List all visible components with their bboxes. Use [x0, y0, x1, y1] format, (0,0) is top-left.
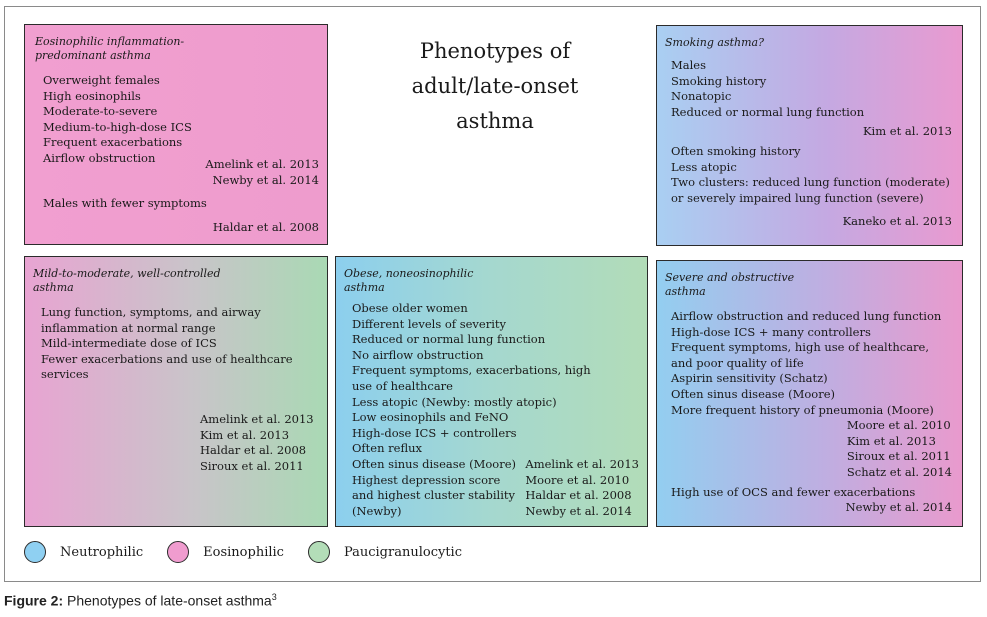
list-item: Nonatopic	[671, 89, 732, 104]
legend-item-paucigranulocytic: Paucigranulocytic	[307, 541, 462, 563]
legend-item-eosinophilic: Eosinophilic	[167, 541, 284, 563]
list-item: Reduced or normal lung function	[352, 332, 546, 347]
legend-label: Paucigranulocytic	[343, 544, 462, 560]
phenotype-box-mild: Mild-to-moderate, well-controlled asthma…	[24, 256, 328, 527]
phenotype-box-smoking: Smoking asthma? Males Smoking history No…	[656, 25, 963, 246]
reference-list: Amelink et al. 2013 Kim et al. 2013 Hald…	[200, 412, 314, 473]
list-item: Low eosinophils and FeNO	[352, 410, 509, 425]
list-item: Airflow obstruction	[43, 150, 156, 165]
list-item: Aspirin sensitivity (Schatz)	[671, 371, 828, 386]
box-title: Smoking asthma?	[665, 36, 764, 49]
reference-list: Newby et al. 2014	[845, 500, 952, 515]
list-item: High-dose ICS + many controllers	[671, 324, 871, 339]
reference-list: Kim et al. 2013	[862, 124, 952, 139]
box-title: Severe and obstructive asthma	[665, 271, 795, 298]
list-item: Frequent exacerbations	[43, 135, 183, 150]
list-item: Medium-to-high-dose ICS	[43, 119, 192, 134]
circle-icon	[167, 541, 190, 563]
list-item: High-dose ICS + controllers	[352, 425, 517, 440]
list-item: Frequent symptoms, exacerbations, high u…	[352, 363, 591, 393]
circle-icon	[307, 541, 330, 563]
list-item: Two clusters: reduced lung function (mod…	[671, 175, 950, 190]
figure-frame	[4, 6, 981, 582]
reference-list: Kaneko et al. 2013	[842, 214, 952, 229]
item-list: Airflow obstruction and reduced lung fun…	[665, 309, 952, 516]
list-item: Different levels of severity	[352, 316, 507, 331]
list-item: Overweight females	[43, 73, 160, 87]
list-item: Males with fewer symptoms	[43, 196, 207, 211]
box-title: Obese, noneosinophilic asthma	[344, 267, 474, 294]
caption-label: Figure 2:	[4, 592, 64, 609]
legend: Neutrophilic Eosinophilic Paucigranulocy…	[24, 539, 486, 565]
item-list: Overweight females High eosinophils Mode…	[35, 73, 319, 235]
list-item: Reduced or normal lung function	[671, 104, 865, 119]
reference-list: Haldar et al. 2008	[212, 219, 319, 234]
list-item: or severely impaired lung function (seve…	[671, 190, 924, 205]
reference-list: Amelink et al. 2013 Moore et al. 2010 Ha…	[525, 456, 639, 518]
list-item: No airflow obstruction	[352, 347, 484, 362]
caption-text: Phenotypes of late-onset asthma	[63, 592, 272, 609]
diagram-title: Phenotypes of adult/late-onset asthma	[411, 39, 579, 133]
list-item: Less atopic	[671, 159, 737, 174]
list-item: Males	[671, 58, 707, 72]
legend-label: Neutrophilic	[60, 544, 144, 560]
list-item: Obese older women	[352, 301, 468, 315]
list-item: Fewer exacerbations and use of healthcar…	[41, 351, 293, 382]
list-item: Less atopic (Newby: mostly atopic)	[352, 394, 557, 409]
list-item: Airflow obstruction and reduced lung fun…	[671, 309, 942, 323]
list-item: Often smoking history	[671, 143, 801, 158]
phenotype-box-obese: Obese, noneosinophilic asthma Obese olde…	[335, 256, 648, 527]
list-item: Lung function, symptoms, and airway infl…	[41, 305, 261, 335]
phenotype-box-severe: Severe and obstructive asthma Airflow ob…	[656, 260, 963, 527]
list-item: Highest depression score and highest clu…	[352, 472, 516, 518]
circle-icon	[24, 541, 46, 563]
reference-list: Moore et al. 2010 Kim et al. 2013 Siroux…	[846, 418, 952, 479]
figure-caption: Figure 2: Phenotypes of late-onset asthm…	[4, 592, 277, 609]
legend-item-neutrophilic: Neutrophilic	[24, 541, 143, 563]
reference-list: Amelink et al. 2013 Newby et al. 2014	[205, 156, 319, 187]
list-item: Mild-intermediate dose of ICS	[41, 336, 217, 351]
box-title: Eosinophilic inflammation- predominant a…	[35, 35, 185, 62]
list-item: High eosinophils	[43, 88, 141, 103]
item-list: Obese older women Different levels of se…	[344, 301, 639, 519]
list-item: Frequent symptoms, high use of healthcar…	[671, 340, 930, 370]
legend-label: Eosinophilic	[203, 544, 284, 560]
list-item: Moderate-to-severe	[43, 104, 158, 119]
list-item: More frequent history of pneumonia (Moor…	[671, 402, 934, 417]
list-item: Often reflux	[352, 441, 423, 456]
caption-reference: 3	[271, 592, 277, 602]
list-item: High use of OCS and fewer exacerbations	[671, 484, 916, 499]
list-item: Often sinus disease (Moore)	[352, 456, 516, 471]
item-list: Males Smoking history Nonatopic Reduced …	[665, 58, 952, 230]
box-title: Mild-to-moderate, well-controlled asthma	[33, 267, 221, 294]
list-item: Smoking history	[671, 73, 767, 88]
item-list: Lung function, symptoms, and airway infl…	[33, 305, 319, 383]
list-item: Often sinus disease (Moore)	[671, 386, 835, 401]
phenotype-box-eosinophilic: Eosinophilic inflammation- predominant a…	[24, 24, 328, 245]
